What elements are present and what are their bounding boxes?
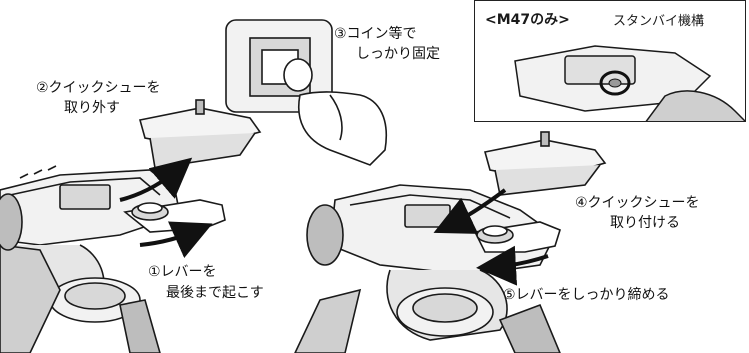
step1-label-line1: ①レバーを	[148, 264, 217, 280]
coin-plate	[225, 19, 333, 113]
tighten-arrow	[476, 245, 549, 286]
step2-label-line1: ②クイックシューを	[36, 80, 161, 96]
step3-label-line2: しっかり固定	[356, 46, 440, 62]
left-tripod-head	[0, 165, 181, 353]
step4-label-line1: ④クイックシューを	[575, 195, 700, 211]
inset-artwork	[514, 45, 745, 121]
right-new-shoe	[483, 131, 607, 196]
inset-subtitle: スタンバイ機構	[613, 14, 705, 29]
remove-arrow	[119, 157, 193, 202]
attach-arrow	[433, 188, 507, 234]
m47-standby-inset: <M47のみ> スタンバイ機構	[474, 0, 746, 122]
inset-title: <M47のみ>	[485, 12, 570, 28]
step5-label: ⑤レバーをしっかり締める	[503, 287, 670, 303]
step2-label-line2: 取り外す	[64, 100, 120, 116]
step4-label-line2: 取り付ける	[610, 215, 680, 231]
hand	[298, 91, 387, 166]
lever-arrow	[139, 221, 213, 259]
right-tripod-head	[294, 184, 561, 353]
step1-label-line2: 最後まで起こす	[166, 285, 264, 301]
right-lever	[473, 221, 561, 253]
step3-label-line1: ③コイン等で	[334, 26, 417, 42]
